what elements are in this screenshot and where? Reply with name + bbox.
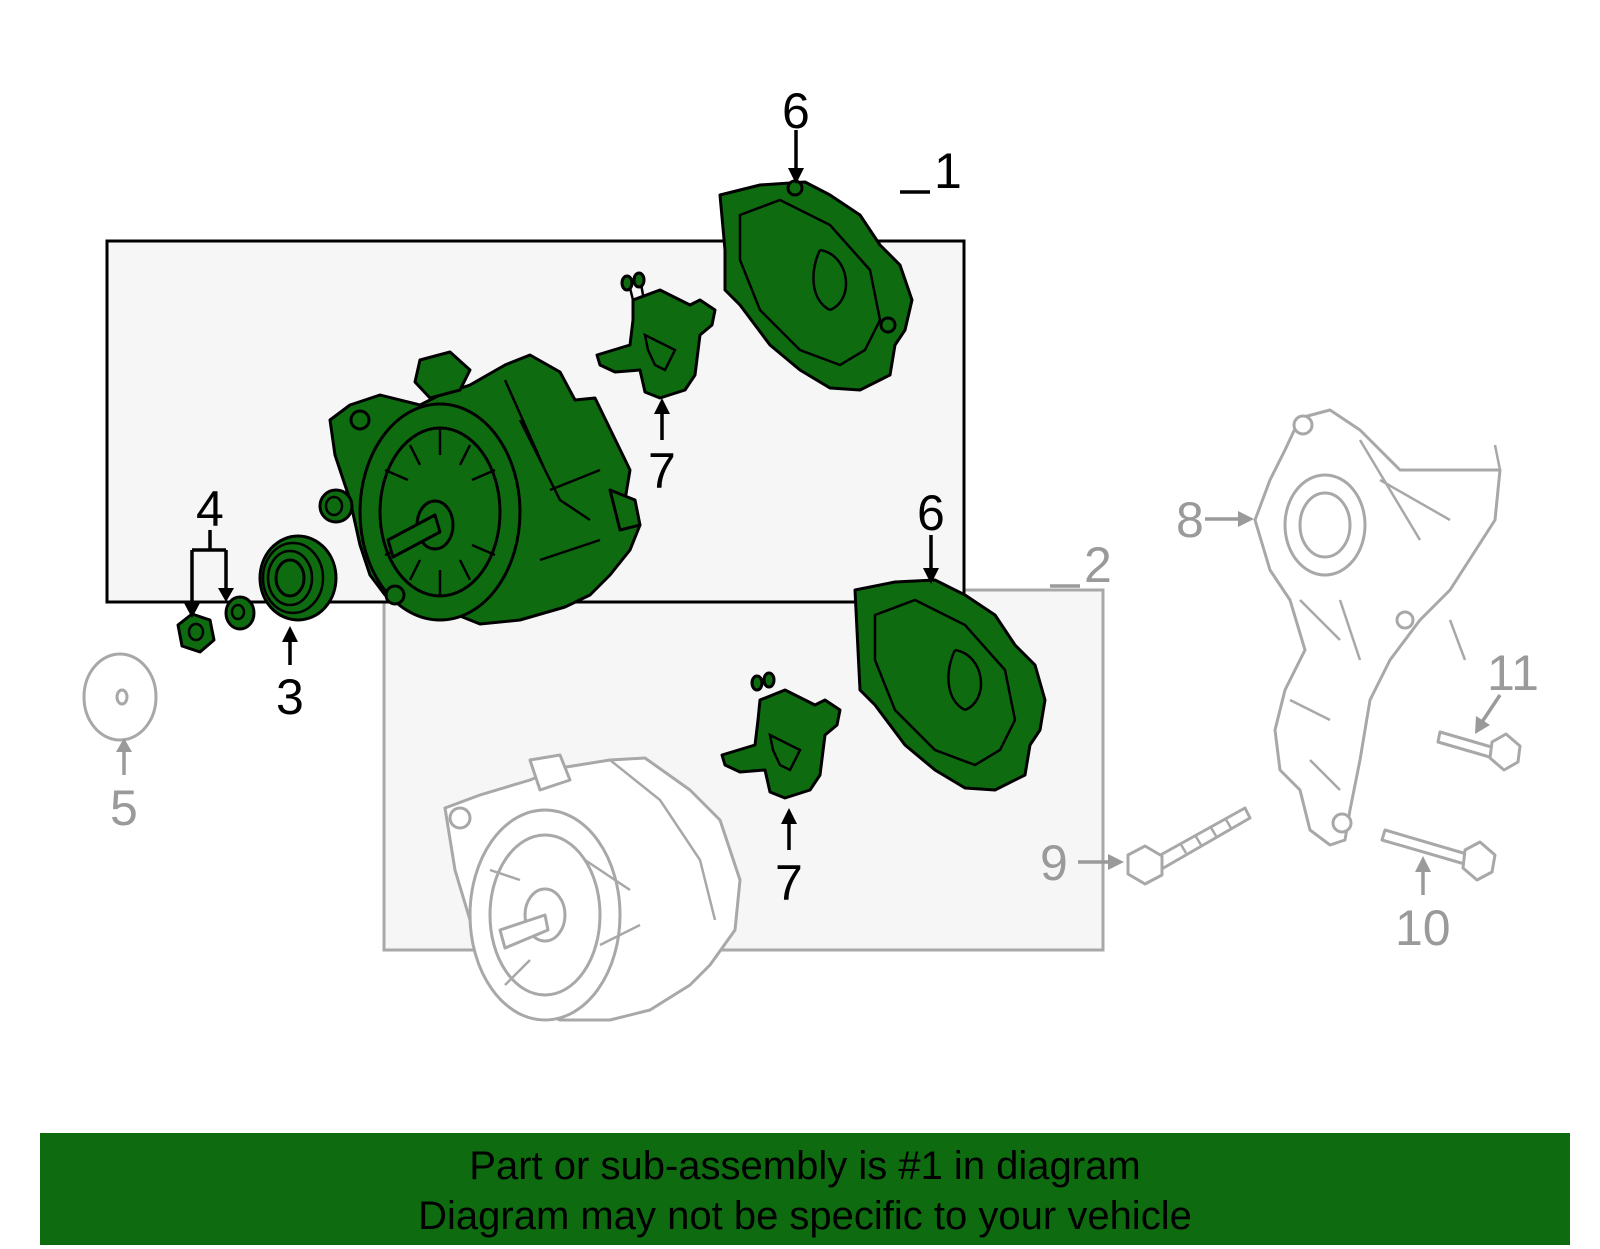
callout-4: 4 bbox=[196, 481, 224, 537]
spacer bbox=[318, 488, 354, 524]
callout-8: 8 bbox=[1176, 492, 1204, 548]
callout-2: 2 bbox=[1084, 537, 1112, 593]
callout-6-lower: 6 bbox=[917, 485, 945, 541]
rear-housing-upper bbox=[718, 179, 914, 392]
callout-6-upper: 6 bbox=[782, 83, 810, 139]
rear-housing-lower bbox=[853, 578, 1047, 792]
banner-line-1: Part or sub-assembly is #1 in diagram bbox=[469, 1144, 1141, 1188]
callout-7-lower: 7 bbox=[775, 855, 803, 911]
alternator bbox=[328, 350, 642, 626]
exploded-parts-diagram: 1 2 3 4 5 6 6 7 7 8 9 10 11 bbox=[82, 83, 1539, 1022]
dust-cap bbox=[82, 652, 158, 742]
washer bbox=[224, 595, 256, 631]
voltage-regulator-lower bbox=[720, 671, 842, 800]
ghost-alternator bbox=[443, 753, 742, 1022]
callout-3: 3 bbox=[276, 669, 304, 725]
mounting-bracket bbox=[1253, 408, 1502, 847]
callout-7-upper: 7 bbox=[648, 443, 676, 499]
nut bbox=[176, 612, 216, 654]
bolt-11 bbox=[1436, 730, 1522, 772]
bolt-9 bbox=[1126, 806, 1252, 886]
leader-lines bbox=[116, 130, 1502, 895]
info-banner: Part or sub-assembly is #1 in diagram Di… bbox=[40, 1133, 1570, 1245]
callout-10: 10 bbox=[1395, 900, 1451, 956]
voltage-regulator-upper bbox=[595, 271, 717, 400]
pulley bbox=[258, 534, 338, 622]
bolt-10 bbox=[1380, 828, 1497, 882]
callout-11: 11 bbox=[1487, 645, 1539, 701]
callout-5: 5 bbox=[110, 780, 138, 836]
banner-line-2: Diagram may not be specific to your vehi… bbox=[418, 1194, 1192, 1238]
callout-1: 1 bbox=[934, 143, 962, 199]
callout-9: 9 bbox=[1040, 835, 1068, 891]
